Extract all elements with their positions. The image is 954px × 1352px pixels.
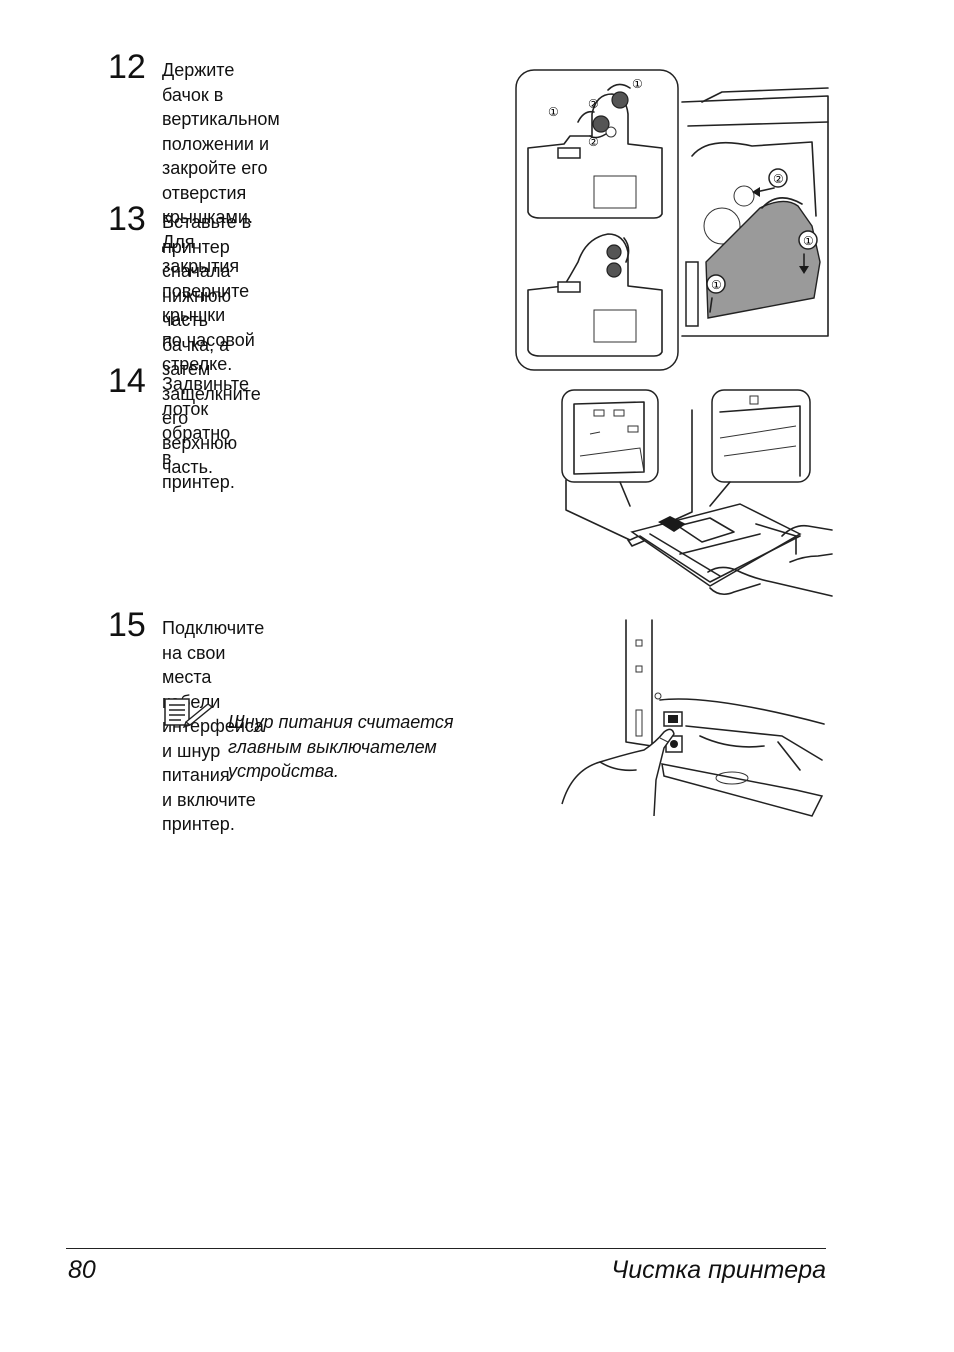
paper-tray-illustration [561, 389, 833, 597]
callout-2: ② [588, 135, 599, 149]
callout-2: ② [773, 172, 784, 186]
callout-2: ② [588, 97, 599, 111]
footer-divider [66, 1248, 826, 1249]
callout-1: ① [632, 77, 643, 91]
step-instruction: Вставьте в принтер сначала нижнюю часть … [162, 212, 261, 477]
page-number: 80 [68, 1256, 96, 1284]
memo-pencil-icon [164, 698, 214, 729]
step-number: 14 [108, 362, 146, 400]
callout-1: ① [548, 105, 559, 119]
callout-1: ① [711, 278, 722, 292]
callout-1: ① [803, 234, 814, 248]
waste-toner-bottle-illustration: ① ② ② ① ① ① ② [515, 69, 829, 371]
step-instruction: Держите бачок в вертикальном положении и… [162, 60, 280, 374]
step-number: 13 [108, 200, 146, 238]
note-text: Шнур питания считается главным выключате… [228, 712, 454, 781]
step-number: 15 [108, 606, 146, 644]
power-switch-illustration [561, 619, 825, 817]
step-number: 12 [108, 48, 146, 86]
chapter-title: Чистка принтера [611, 1256, 826, 1284]
step-instruction: Задвиньте лоток обратно в принтер. [162, 374, 249, 492]
